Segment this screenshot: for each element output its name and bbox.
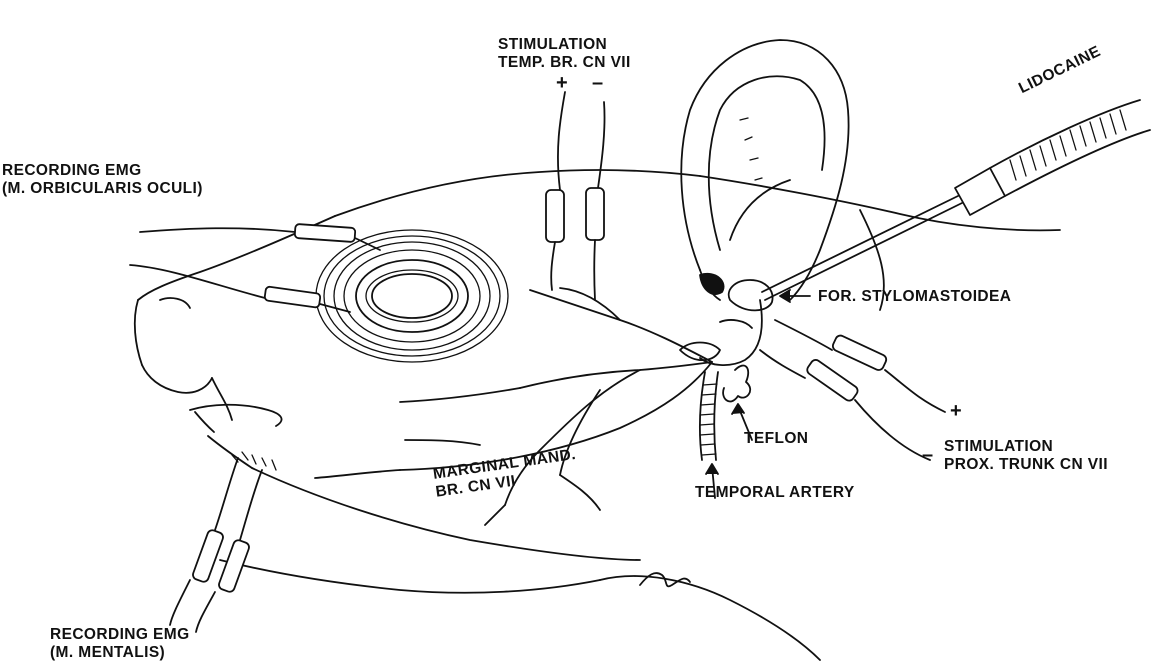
minus-temp: – xyxy=(592,74,604,92)
minus-prox: – xyxy=(922,446,934,464)
rec-oculi-line2: (M. ORBICULARIS OCULI) xyxy=(2,180,203,198)
rec-oculi-label: RECORDING EMG (M. ORBICULARIS OCULI) xyxy=(2,162,203,198)
head-outline xyxy=(135,170,1060,660)
teflon-label: TEFLON xyxy=(744,430,808,448)
stim-temp-label: STIMULATION TEMP. BR. CN VII xyxy=(498,36,631,72)
temporal-artery xyxy=(680,343,750,461)
stim-prox-line1: STIMULATION xyxy=(944,438,1108,456)
plus-temp: + xyxy=(556,74,568,92)
rec-mentalis-line2: (M. MENTALIS) xyxy=(50,644,190,662)
stim-prox-label: STIMULATION PROX. TRUNK CN VII xyxy=(944,438,1108,474)
temporal-artery-label: TEMPORAL ARTERY xyxy=(695,484,855,502)
electrode-temporal xyxy=(546,92,605,300)
stim-temp-line1: STIMULATION xyxy=(498,36,631,54)
eye-muscle xyxy=(316,230,508,362)
rec-mentalis-line1: RECORDING EMG xyxy=(50,626,190,644)
rec-mentalis-label: RECORDING EMG (M. MENTALIS) xyxy=(50,626,190,662)
lidocaine-syringe xyxy=(762,100,1150,300)
electrode-mentalis xyxy=(170,452,276,632)
rec-oculi-line1: RECORDING EMG xyxy=(2,162,203,180)
stim-temp-line2: TEMP. BR. CN VII xyxy=(498,54,631,72)
plus-prox: + xyxy=(950,402,962,420)
for-stylo-label: FOR. STYLOMASTOIDEA xyxy=(818,288,1011,306)
stim-prox-line2: PROX. TRUNK CN VII xyxy=(944,456,1108,474)
